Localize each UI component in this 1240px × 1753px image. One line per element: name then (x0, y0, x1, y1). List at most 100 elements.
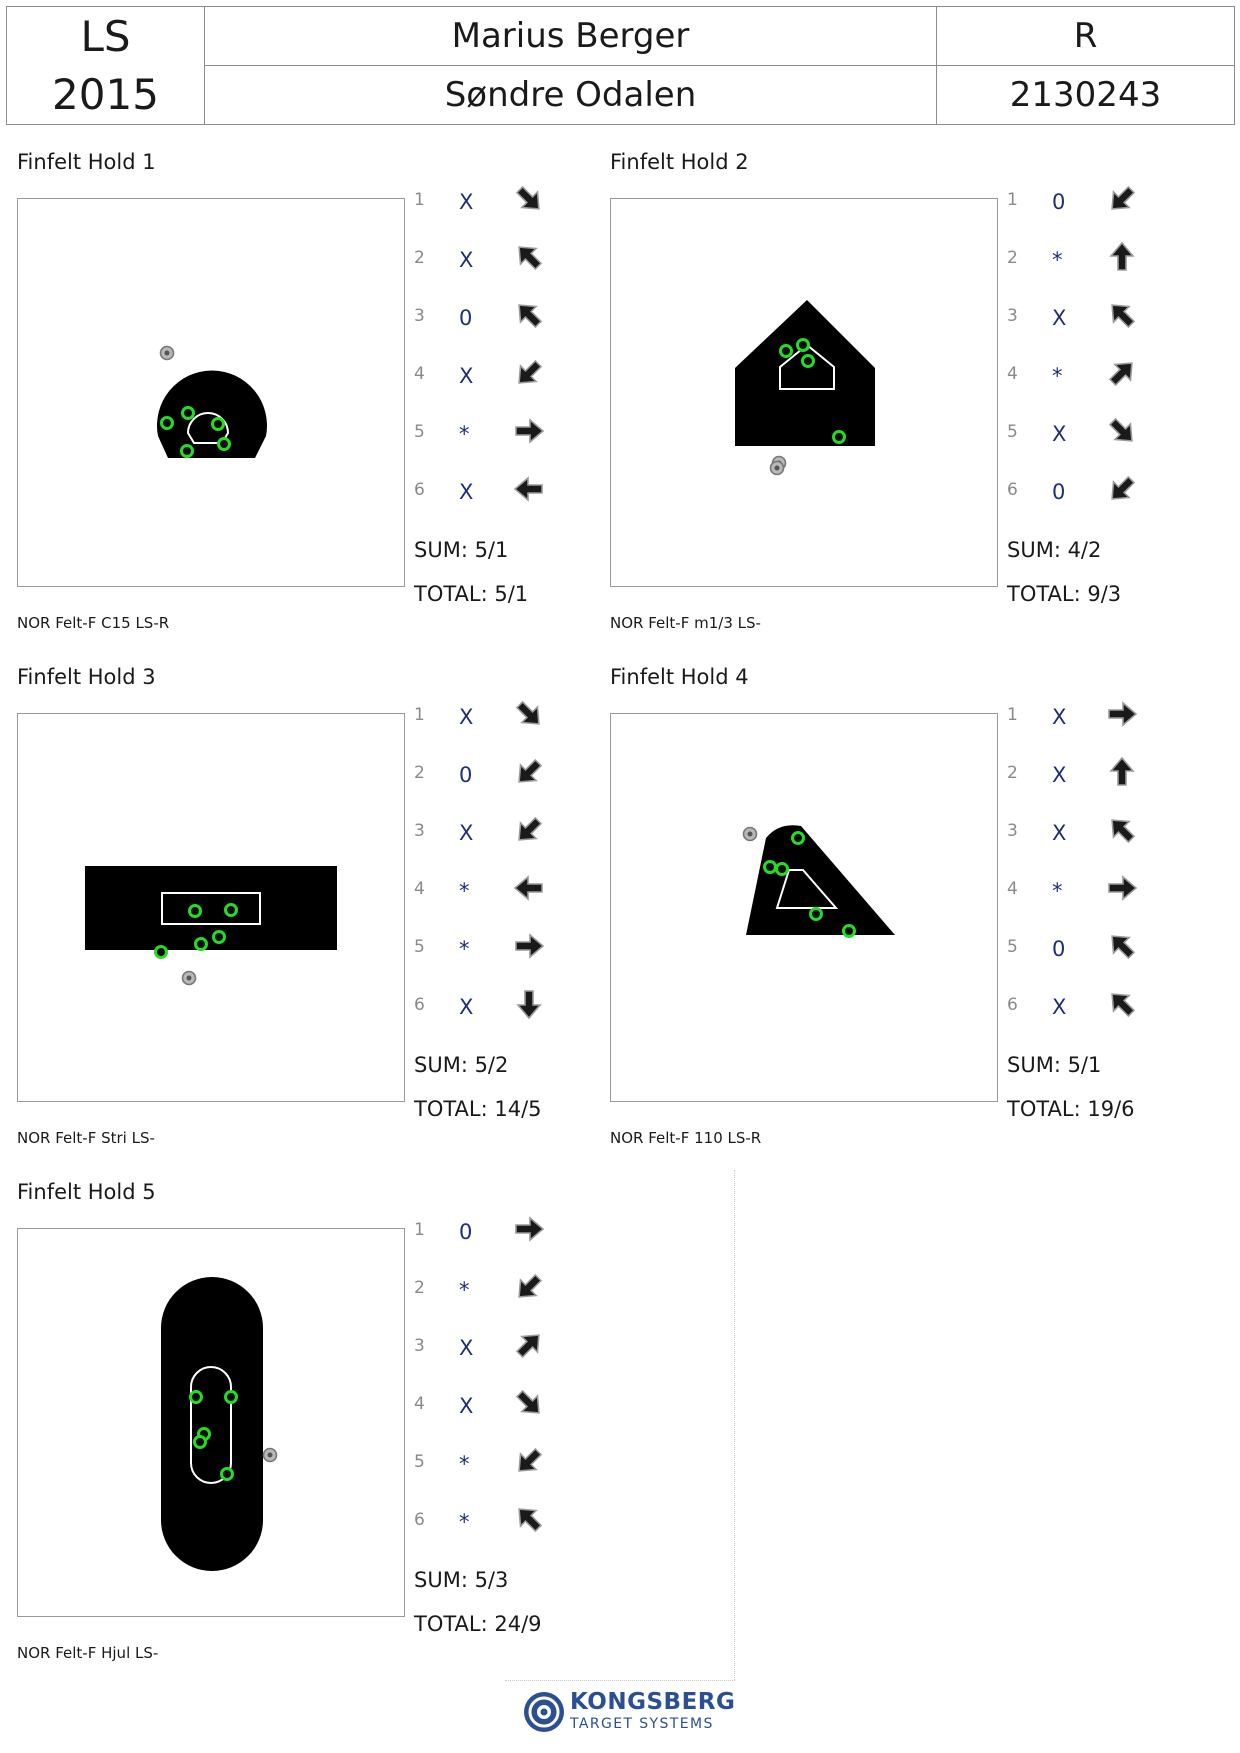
direction-arrow-icon (1109, 756, 1135, 786)
shot-number: 2 (414, 1278, 425, 1298)
hit-marker (160, 416, 174, 430)
shot-number: 6 (414, 480, 425, 500)
logo-brand: KONGSBERG (570, 1689, 736, 1715)
direction-arrow-icon (515, 418, 545, 444)
hold-total: TOTAL: 19/6 (1007, 1097, 1135, 1121)
shot-value: X (459, 480, 474, 504)
hit-marker (189, 1390, 203, 1404)
target-drawing (157, 345, 267, 458)
target-drawing (161, 1277, 278, 1571)
shot-value: X (1052, 821, 1067, 845)
hold-sum: SUM: 5/1 (1007, 1053, 1102, 1077)
target-image (17, 713, 405, 1102)
direction-arrow-icon (515, 1334, 540, 1359)
hit-marker (796, 338, 810, 352)
shooter-id: 2130243 (1009, 75, 1162, 115)
shot-number: 3 (1007, 821, 1018, 841)
hold-title: Finfelt Hold 5 (17, 1180, 156, 1204)
shot-value: 0 (1052, 480, 1066, 504)
hold-sum: SUM: 5/2 (414, 1053, 509, 1077)
shot-value: 0 (1052, 937, 1066, 961)
direction-arrow-icon (515, 700, 540, 725)
shot-value: * (459, 1510, 470, 1534)
shot-number: 6 (1007, 480, 1018, 500)
hit-marker (779, 344, 793, 358)
competition-block: LS 2015 (7, 7, 205, 124)
hold-sum: SUM: 5/3 (414, 1568, 509, 1592)
direction-arrow-icon (1111, 819, 1136, 844)
hold-sum: SUM: 5/1 (414, 538, 509, 562)
shot-row: 2* (1007, 238, 1157, 296)
shot-value: * (459, 1452, 470, 1476)
competition-year: 2015 (52, 69, 159, 119)
shot-value: * (1052, 364, 1063, 388)
shot-number: 4 (414, 879, 425, 899)
hit-marker (224, 1390, 238, 1404)
shot-number: 6 (1007, 995, 1018, 1015)
direction-arrow-icon (513, 875, 543, 901)
shot-number: 2 (414, 763, 425, 783)
direction-arrow-icon (518, 304, 543, 329)
shooter-info-block: Marius Berger Søndre Odalen (205, 7, 937, 124)
direction-arrow-icon (1111, 304, 1136, 329)
hit-marker (217, 437, 231, 451)
shot-number: 1 (1007, 705, 1018, 725)
hold-title: Finfelt Hold 2 (610, 150, 749, 174)
hold-title: Finfelt Hold 1 (17, 150, 156, 174)
hit-marker (832, 430, 846, 444)
shot-row: 5* (414, 927, 564, 985)
direction-arrow-icon (518, 359, 543, 384)
hold-total: TOTAL: 5/1 (414, 582, 529, 606)
shot-row: 4* (1007, 354, 1157, 412)
hit-marker (224, 903, 238, 917)
kongsberg-emblem-icon (524, 1692, 564, 1732)
shot-number: 3 (1007, 306, 1018, 326)
shot-value: X (459, 821, 474, 845)
target-image (17, 1228, 405, 1617)
shot-value: X (459, 705, 474, 729)
shot-value: * (1052, 879, 1063, 903)
direction-arrow-icon (1108, 875, 1138, 901)
divider-horizontal (505, 1680, 735, 1681)
direction-arrow-icon (516, 990, 542, 1020)
hit-marker (211, 417, 225, 431)
target-label: NOR Felt-F m1/3 LS- (610, 614, 761, 632)
shot-number: 1 (414, 705, 425, 725)
target-drawing (85, 866, 337, 986)
shot-number: 5 (1007, 937, 1018, 957)
logo-subtitle: TARGET SYSTEMS (570, 1716, 714, 1732)
direction-arrow-icon (1108, 701, 1138, 727)
hold-total: TOTAL: 9/3 (1007, 582, 1122, 606)
shot-row: 4* (414, 869, 564, 927)
direction-arrow-icon (1111, 935, 1136, 960)
shot-row: 2* (414, 1268, 564, 1326)
shot-value: X (459, 1394, 474, 1418)
shot-number: 4 (414, 364, 425, 384)
shot-value: 0 (459, 1220, 473, 1244)
direction-arrow-icon (515, 933, 545, 959)
shot-number: 2 (414, 248, 425, 268)
shot-value: * (459, 937, 470, 961)
direction-arrow-icon (1111, 475, 1136, 500)
hit-marker (775, 862, 789, 876)
shot-number: 6 (414, 1510, 425, 1530)
shot-value: X (1052, 763, 1067, 787)
shot-number: 4 (414, 1394, 425, 1414)
direction-arrow-icon (515, 1389, 540, 1414)
shot-number: 5 (414, 422, 425, 442)
